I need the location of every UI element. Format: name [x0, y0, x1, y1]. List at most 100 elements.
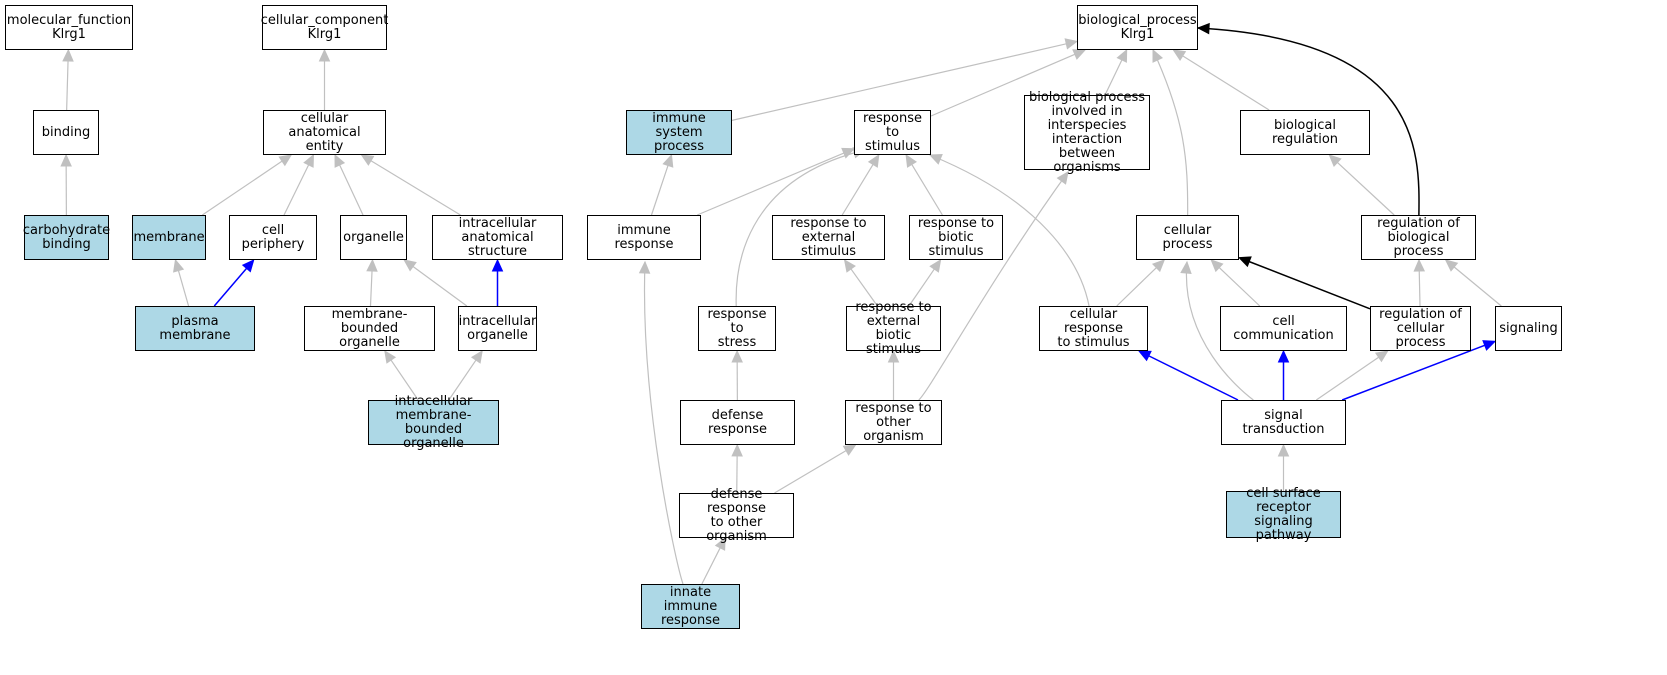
node-cellular-response-to-stimulus[interactable]: cellular response to stimulus: [1039, 306, 1148, 351]
edge-arrowhead: [714, 536, 726, 551]
edge-organelle-to-cae: [334, 153, 364, 216]
edge-arrowhead: [60, 153, 72, 167]
node-immune-system-process[interactable]: immune system process: [626, 110, 732, 155]
edge-reg_cp-to-cell_proc: [1237, 256, 1371, 310]
edge-line: [66, 60, 69, 111]
edge-arrowhead: [1328, 154, 1342, 168]
edge-immune_resp-to-rts: [697, 147, 856, 216]
edge-arrowhead: [1277, 443, 1290, 457]
node-intracellular-membrane-bounded-organelle[interactable]: intracellular membrane-bounded organelle: [368, 394, 499, 450]
node-regulation-of-cellular-process[interactable]: regulation of cellular process: [1370, 306, 1471, 351]
node-biological-regulation[interactable]: biological regulation: [1240, 110, 1370, 155]
node-response-to-stimulus[interactable]: response to stimulus: [854, 110, 931, 155]
node-binding[interactable]: binding: [33, 110, 99, 155]
edge-arrowhead: [366, 258, 378, 272]
node-defense-response-to-other-organism[interactable]: defense response to other organism: [679, 487, 794, 543]
edge-arrowhead: [1444, 259, 1459, 272]
edge-intra_org-to-ias: [491, 258, 504, 306]
edge-rtbs-to-rts: [905, 153, 943, 216]
edge-sig_trans-to-signaling: [1341, 340, 1497, 401]
edge-arrowhead: [928, 154, 943, 165]
node-cell-periphery[interactable]: cell periphery: [229, 215, 317, 260]
edge-arrowhead: [905, 153, 918, 168]
node-plasma-membrane[interactable]: plasma membrane: [135, 306, 255, 351]
edge-line: [1418, 270, 1421, 307]
edge-line: [369, 270, 373, 307]
edge-binding-to-mf_root: [62, 48, 74, 111]
node-immune-response[interactable]: immune response: [587, 215, 701, 260]
edge-line: [1336, 162, 1395, 216]
edge-rtoo-to-rtebs: [887, 349, 900, 400]
node-intracellular-organelle[interactable]: intracellular organelle: [458, 306, 537, 351]
edge-carb_binding-to-binding: [60, 153, 72, 216]
edge-arrowhead: [1064, 38, 1079, 50]
edge-arrowhead: [62, 48, 74, 62]
node-response-to-external-stimulus[interactable]: response to external stimulus: [772, 215, 885, 260]
edge-arrowhead: [470, 350, 483, 364]
edge-arrowhead: [1056, 171, 1069, 185]
edge-sig_trans-to-cell_proc: [1180, 260, 1254, 401]
edge-line: [1453, 266, 1502, 307]
edge-sig_trans-to-reg_cp: [1315, 350, 1389, 401]
edge-crts-to-rts: [928, 154, 1090, 307]
node-response-to-biotic-stimulus[interactable]: response to biotic stimulus: [909, 215, 1003, 260]
edge-arrowhead: [403, 259, 417, 272]
edge-mbo-to-organelle: [366, 258, 378, 307]
edge-arrowhead: [1196, 22, 1210, 35]
node-cell-communication[interactable]: cell communication: [1220, 306, 1347, 351]
edge-arrowhead: [241, 259, 255, 273]
node-response-to-stress[interactable]: response to stress: [698, 306, 776, 351]
edge-line: [1185, 261, 1254, 401]
node-signal-transduction[interactable]: signal transduction: [1221, 400, 1346, 445]
edge-line: [908, 268, 935, 307]
node-membrane-bounded-organelle[interactable]: membrane-bounded organelle: [304, 306, 435, 351]
node-defense-response[interactable]: defense response: [680, 400, 795, 445]
edge-line: [918, 171, 1069, 401]
edge-line: [930, 53, 1076, 117]
node-cell-surface-receptor-signaling-pathway[interactable]: cell surface receptor signaling pathway: [1226, 486, 1341, 542]
node-carbohydrate-binding[interactable]: carbohydrate binding: [23, 215, 110, 260]
edge-arrowhead: [1210, 259, 1224, 273]
edge-arrowhead: [1413, 258, 1426, 272]
node-cellular-process[interactable]: cellular process: [1136, 215, 1239, 260]
edge-line: [650, 165, 669, 216]
node-cellular-component-root[interactable]: cellular_component Klrg1: [261, 5, 388, 50]
node-innate-immune-response[interactable]: innate immune response: [641, 584, 740, 629]
node-regulation-of-biological-process[interactable]: regulation of biological process: [1361, 215, 1476, 260]
node-response-to-other-organism[interactable]: response to other organism: [845, 400, 942, 445]
node-molecular-function-root[interactable]: molecular_function Klrg1: [5, 5, 133, 50]
edge-arrowhead: [731, 443, 743, 457]
edge-reg_bp-to-bio_reg: [1328, 154, 1395, 216]
edge-cell_comm-to-cell_proc: [1210, 259, 1261, 307]
edge-drtoo-to-def_resp: [731, 443, 743, 494]
node-cellular-anatomical-entity[interactable]: cellular anatomical entity: [263, 110, 386, 155]
edge-arrowhead: [1137, 350, 1152, 362]
node-organelle[interactable]: organelle: [340, 215, 407, 260]
edge-arrowhead: [1172, 49, 1187, 62]
node-membrane[interactable]: membrane: [132, 215, 206, 260]
edge-arrowhead: [842, 444, 857, 456]
edge-line: [213, 267, 248, 307]
edge-line: [283, 164, 310, 216]
node-biological-process-interspecies[interactable]: biological process involved in interspec…: [1024, 90, 1150, 174]
edge-line: [448, 359, 477, 401]
edge-sig_trans-to-cell_comm: [1277, 349, 1290, 400]
node-intracellular-anatomical-structure[interactable]: intracellular anatomical structure: [432, 215, 563, 260]
edge-arrowhead: [1072, 49, 1087, 60]
edge-line: [412, 266, 468, 307]
edge-line: [850, 268, 878, 307]
edge-arrowhead: [1151, 259, 1166, 273]
edge-imbo-to-intra_org: [448, 350, 483, 401]
node-signaling[interactable]: signaling: [1495, 306, 1562, 351]
node-response-to-external-biotic-stimulus[interactable]: response to external biotic stimulus: [846, 300, 941, 356]
edge-arrowhead: [1152, 48, 1164, 63]
edge-rtebs-to-rtbs: [908, 259, 942, 307]
edge-line: [201, 160, 283, 216]
edge-line: [177, 270, 190, 307]
node-biological-process-root[interactable]: biological_process Klrg1: [1077, 5, 1198, 50]
edge-arrowhead: [1180, 260, 1192, 274]
edge-line: [697, 152, 845, 216]
edge-arrowhead: [360, 154, 375, 166]
edge-crts-to-cell_proc: [1116, 259, 1166, 307]
